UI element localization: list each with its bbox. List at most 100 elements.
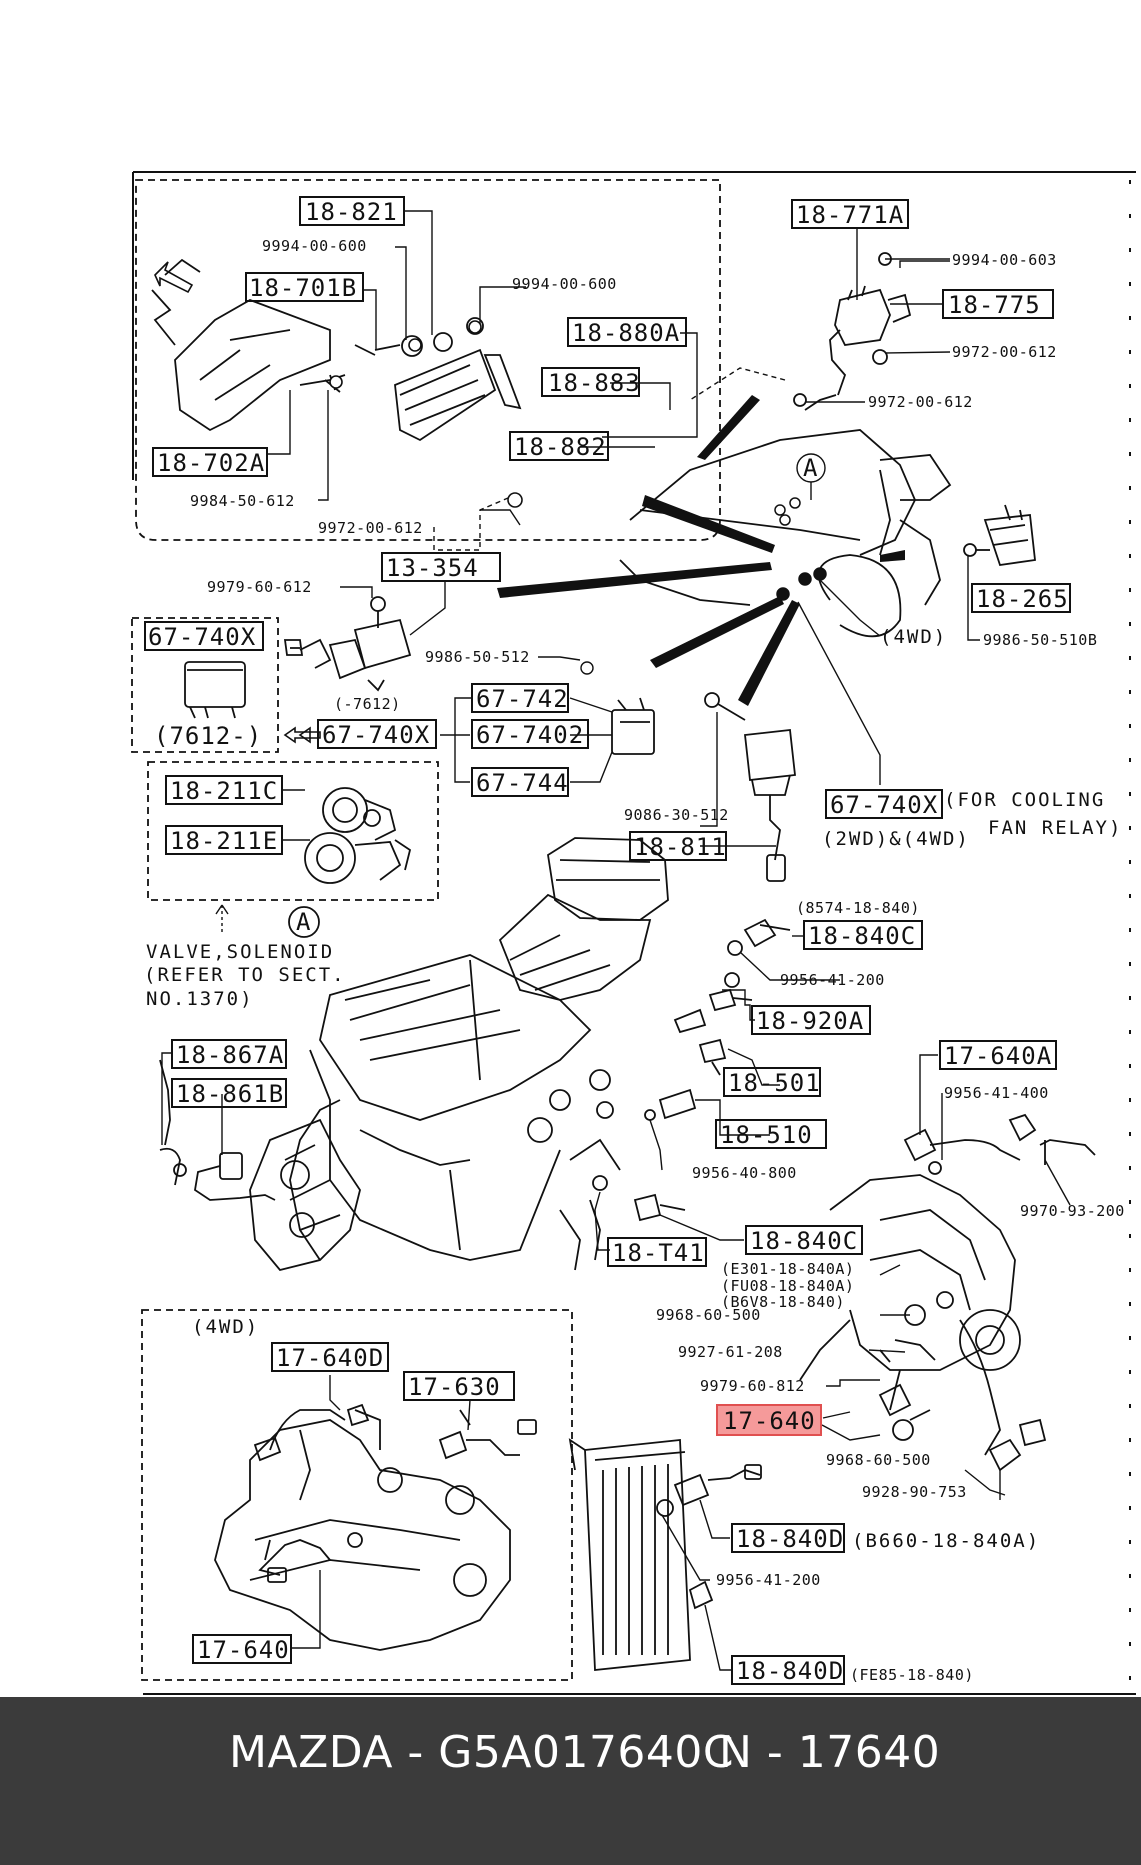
switch-17-640-illustration — [878, 1319, 1047, 1472]
label-18-880a: 18-880A — [572, 319, 680, 347]
sensor-18-811-illustration — [704, 692, 796, 882]
caption-reference-number: N - 17640 — [719, 1727, 941, 1778]
module-leaders — [340, 582, 594, 675]
label-18-211c: 18-211C — [170, 777, 278, 805]
caption-bar: MAZDA - G5A017640C N - 17640 — [0, 1697, 1141, 1865]
car-leaders — [796, 453, 881, 785]
switch-17-640d-illustration — [253, 1403, 370, 1576]
label-18-840d-a: 18-840D — [736, 1525, 844, 1553]
label-18-701b: 18-701B — [249, 274, 357, 302]
label-9979-60-812: 9979-60-812 — [700, 1377, 805, 1395]
sensor-18-840c-lower-illustration — [592, 1175, 686, 1222]
caption-brand-part-number: MAZDA - G5A017640C — [229, 1727, 735, 1778]
switch-17-630-illustration — [438, 1409, 537, 1460]
label-67-740x-a: 67-740X — [148, 623, 256, 651]
transfer-4wd-illustration — [214, 1409, 511, 1651]
note-refer-to-sect: (REFER TO SECT. — [144, 964, 346, 986]
label-18-510: 18-510 — [720, 1121, 813, 1149]
bracket-18-265-illustration — [963, 504, 1036, 566]
engine-illustration — [249, 837, 669, 1272]
label-17-630: 17-630 — [408, 1373, 501, 1401]
label-17-640a: 17-640A — [944, 1042, 1052, 1070]
label-67-740x-c: 67-740X — [830, 791, 938, 819]
sensor-18-840d-illustration — [656, 1464, 762, 1610]
sensor-18-501-illustration — [698, 1038, 727, 1076]
ecu-bolt-icons — [329, 320, 523, 508]
label-18-211e: 18-211E — [170, 827, 278, 855]
label-67-7402: 67-7402 — [476, 721, 584, 749]
note-for-cooling: (FOR COOLING — [944, 789, 1105, 811]
note-2wd-4wd: (2WD)&(4WD) — [822, 828, 970, 850]
label-18-265: 18-265 — [976, 585, 1069, 613]
label-9928-90-753: 9928-90-753 — [862, 1483, 967, 1501]
label-4wd-a: (4WD) — [880, 626, 947, 648]
solenoid-group-box — [147, 761, 439, 901]
pointer-wedges — [497, 395, 905, 706]
label-9986-50-512: 9986-50-512 — [425, 648, 530, 666]
page-frame — [132, 171, 1136, 1695]
double-arrow-icon — [283, 726, 321, 744]
label-boxes — [144, 196, 1071, 1685]
note-valve-solenoid: VALVE,SOLENOID — [146, 941, 334, 963]
label-18-861b: 18-861B — [176, 1080, 284, 1108]
transmission-illustration — [799, 1174, 1021, 1411]
solenoid-valves-illustration — [304, 787, 412, 884]
switch-17-640a-illustration — [903, 1113, 1096, 1175]
label-9994-00-600-b: 9994-00-600 — [512, 275, 617, 293]
car-connector-icons — [774, 497, 827, 601]
label-fe85: (FE85-18-840) — [850, 1666, 974, 1684]
label-7612-dash: (7612-) — [154, 722, 262, 750]
label-9956-41-200-a: 9956-41-200 — [780, 971, 885, 989]
front-arrow-icon — [154, 261, 194, 294]
label-9972-00-612-b: 9972-00-612 — [952, 343, 1057, 361]
relay-group-leaders — [440, 697, 613, 783]
label-18-821: 18-821 — [305, 198, 398, 226]
label-67-740x-b: 67-740X — [322, 721, 430, 749]
label-18-883: 18-883 — [548, 369, 641, 397]
callout-a-lower: A — [296, 908, 311, 936]
sensor-18-840c-illustration — [724, 918, 791, 988]
label-67-744: 67-744 — [476, 769, 569, 797]
ecu-group-box — [135, 179, 721, 541]
label-13-354: 13-354 — [386, 554, 479, 582]
label-18-867a: 18-867A — [176, 1041, 284, 1069]
label-9956-41-400: 9956-41-400 — [944, 1084, 1049, 1102]
relay-67-742-illustration — [611, 697, 655, 755]
sensor-18-510-illustration — [644, 1088, 697, 1121]
note-fan-relay: FAN RELAY) — [988, 817, 1122, 839]
label-9927-61-208: 9927-61-208 — [678, 1343, 783, 1361]
label-8574-18-840: (8574-18-840) — [796, 899, 920, 917]
label-dash-7612: (-7612) — [334, 695, 401, 713]
car-body-illustration — [619, 429, 952, 638]
label-18-840c-b: 18-840C — [750, 1227, 858, 1255]
transmission-leaders — [821, 1054, 1071, 1500]
label-18-t41: 18-T41 — [612, 1239, 705, 1267]
label-e301: (E301-18-840A) — [721, 1260, 854, 1278]
label-17-640-4wd: 17-640 — [197, 1636, 290, 1664]
label-b660: (B660-18-840A) — [852, 1530, 1040, 1552]
engine-leaders — [594, 935, 840, 1251]
relay-7612-illustration — [184, 661, 246, 719]
relay-group-box — [131, 617, 279, 753]
label-9972-00-612-c: 9972-00-612 — [868, 393, 973, 411]
switch-17-640-4wd-illustration — [267, 1532, 363, 1583]
label-9986-50-510b: 9986-50-510B — [983, 631, 1097, 649]
relay-leaders — [689, 228, 951, 403]
label-18-811: 18-811 — [634, 833, 727, 861]
label-18-775: 18-775 — [948, 291, 1041, 319]
label-18-840d-b: 18-840D — [736, 1657, 844, 1685]
label-18-771a: 18-771A — [796, 201, 904, 229]
label-9968-60-500-b: 9968-60-500 — [826, 1451, 931, 1469]
highlight-17-640-box — [716, 1404, 822, 1436]
label-18-702a: 18-702A — [157, 449, 265, 477]
label-4wd-b: (4WD) — [192, 1316, 259, 1338]
label-b6v8: (B6V8-18-840) — [721, 1293, 845, 1311]
label-9984-50-612: 9984-50-612 — [190, 492, 295, 510]
label-67-742: 67-742 — [476, 685, 569, 713]
label-9994-00-603: 9994-00-603 — [952, 251, 1057, 269]
radiator-illustration — [568, 1438, 691, 1671]
relay-771a-illustration — [793, 252, 912, 411]
callout-a-top: A — [803, 454, 818, 482]
label-18-501: 18-501 — [728, 1069, 821, 1097]
label-9972-00-612-a: 9972-00-612 — [318, 519, 423, 537]
